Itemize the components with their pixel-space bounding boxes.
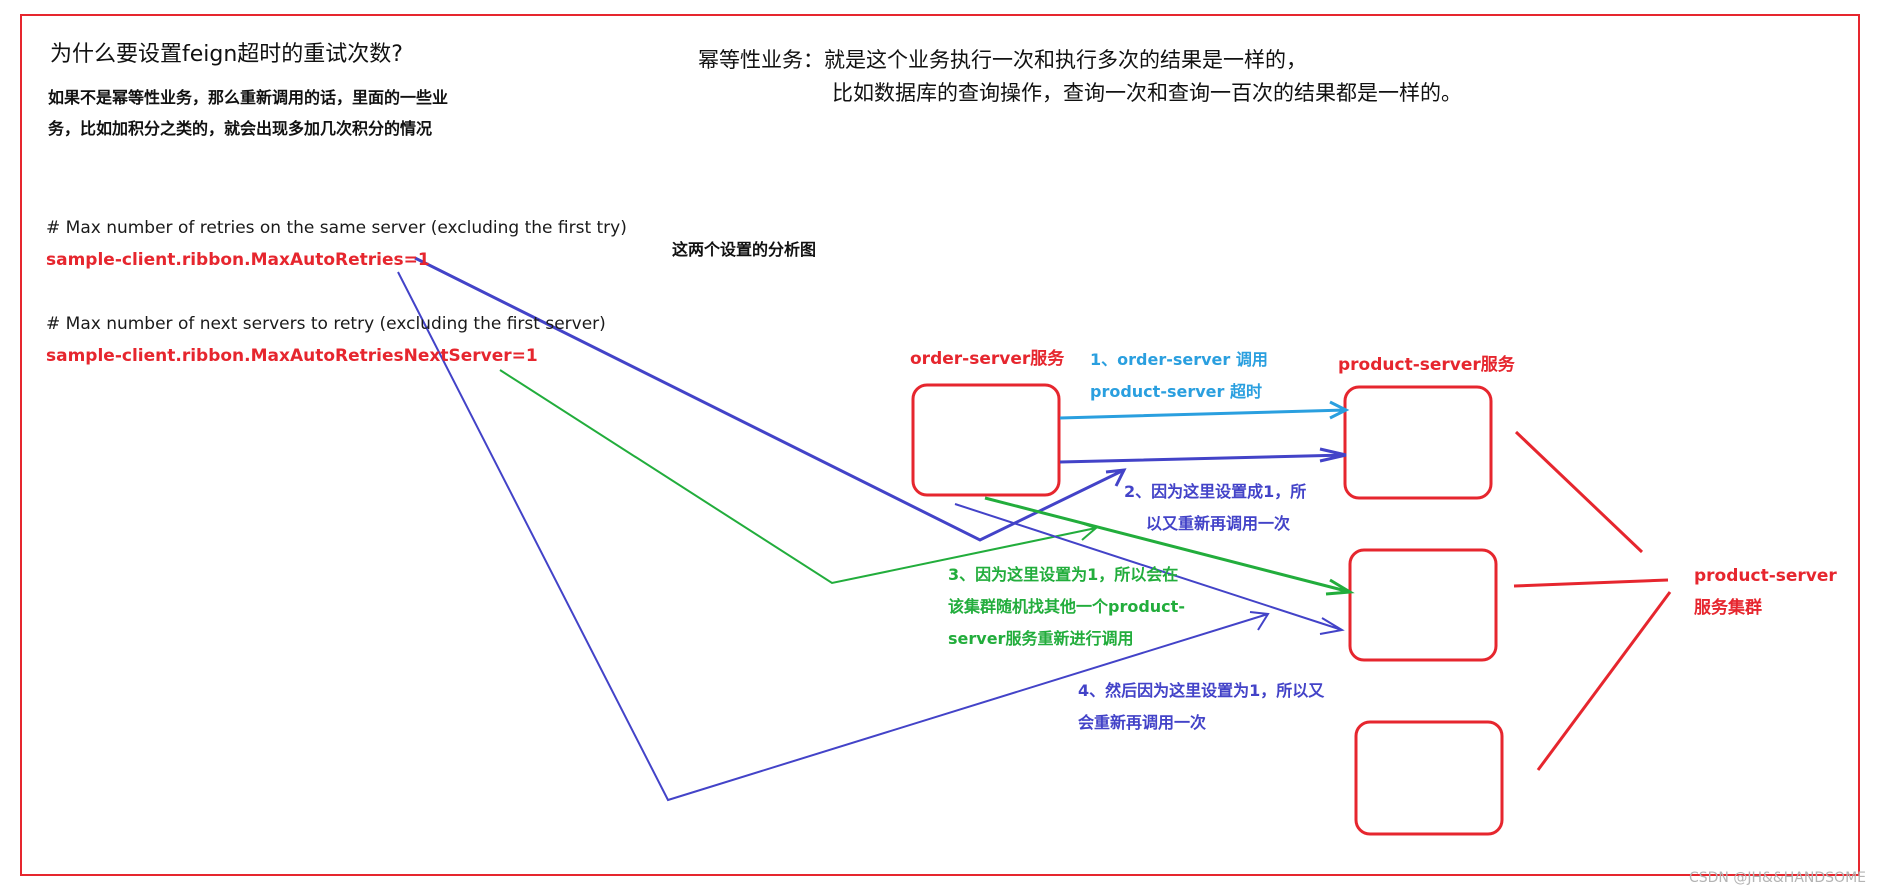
product-server-box-2: [1348, 548, 1498, 662]
step4-line2: 会重新再调用一次: [1078, 713, 1207, 732]
step4-line1: 4、然后因为这里设置为1，所以又: [1078, 681, 1325, 700]
watermark: CSDN @JH&&HANDSOME: [1688, 870, 1866, 886]
step4-label: 4、然后因为这里设置为1，所以又 会重新再调用一次: [1078, 675, 1324, 739]
step3-line2: 该集群随机找其他一个product-: [948, 597, 1185, 616]
cluster-line-1: [1514, 430, 1644, 554]
diagram-caption: 这两个设置的分析图: [672, 240, 817, 259]
config-prop-max-auto-retries-next-server: sample-client.ribbon.MaxAutoRetriesNextS…: [46, 346, 538, 366]
idempotent-line1: 幂等性业务：就是这个业务执行一次和执行多次的结果是一样的，: [698, 48, 1307, 72]
question-body-line2: 务，比如加积分之类的，就会出现多加几次积分的情况: [48, 119, 433, 138]
step1-arrow: [1059, 400, 1350, 420]
order-server-box: [911, 383, 1061, 497]
cluster-label: product-server 服务集群: [1694, 560, 1837, 624]
order-server-label: order-server服务: [910, 349, 1065, 369]
product-server-label: product-server服务: [1338, 355, 1515, 375]
outer-frame: [20, 14, 1860, 876]
question-body: 如果不是幂等性业务，那么重新调用的话，里面的一些业 务，比如加积分之类的，就会出…: [48, 82, 448, 144]
step2-label: 2、因为这里设置成1，所 以又重新再调用一次: [1124, 476, 1306, 540]
question-title: 为什么要设置feign超时的重试次数?: [50, 42, 403, 67]
step2-line1: 2、因为这里设置成1，所: [1124, 482, 1307, 501]
step3-arrow: [984, 496, 1355, 596]
config-prop-max-auto-retries: sample-client.ribbon.MaxAutoRetries=1: [46, 250, 430, 270]
cluster-line-3: [1536, 591, 1672, 771]
step3-label: 3、因为这里设置为1，所以会在 该集群随机找其他一个product- serve…: [948, 559, 1185, 655]
cluster-line1-text: product-server: [1694, 566, 1837, 586]
step3-line3: server服务重新进行调用: [948, 629, 1134, 648]
idempotent-note: 幂等性业务：就是这个业务执行一次和执行多次的结果是一样的， 比如数据库的查询操作…: [698, 44, 1462, 110]
step1-line1: 1、order-server 调用: [1090, 350, 1268, 369]
step1-line2: product-server 超时: [1090, 382, 1262, 401]
step2-arrow: [1059, 447, 1347, 464]
step3-line1: 3、因为这里设置为1，所以会在: [948, 565, 1179, 584]
question-body-line1: 如果不是幂等性业务，那么重新调用的话，里面的一些业: [48, 88, 449, 107]
step4-arrow: [954, 503, 1345, 635]
cluster-line-2: [1513, 578, 1669, 588]
product-server-box-3: [1354, 720, 1504, 836]
cluster-line2-text: 服务集群: [1694, 598, 1762, 618]
product-server-box-1: [1343, 385, 1493, 500]
next-server-retry-connector: [397, 271, 1270, 802]
next-server-connector: [499, 369, 1098, 585]
step2-line2: 以又重新再调用一次: [1146, 514, 1291, 533]
step1-label: 1、order-server 调用 product-server 超时: [1090, 344, 1268, 408]
config-comment-2: # Max number of next servers to retry (e…: [46, 314, 606, 334]
idempotent-line2: 比如数据库的查询操作，查询一次和查询一百次的结果都是一样的。: [832, 81, 1462, 105]
max-retries-connector: [414, 256, 1127, 542]
config-comment-1: # Max number of retries on the same serv…: [46, 218, 627, 238]
